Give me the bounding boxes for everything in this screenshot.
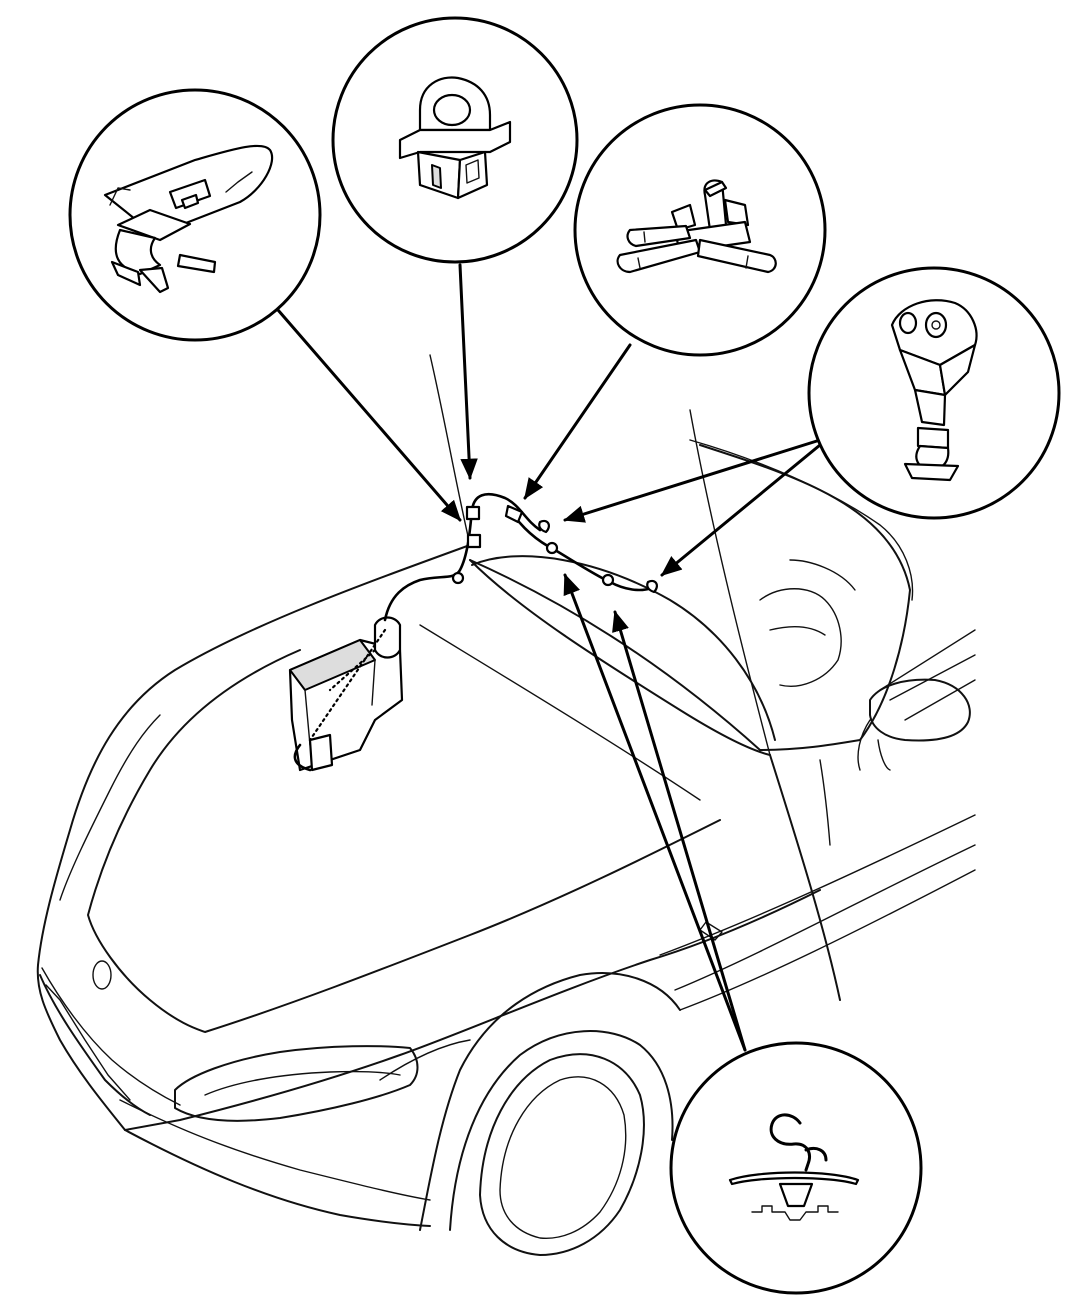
hose-clamp-1 bbox=[545, 541, 559, 555]
hook-clip-icon bbox=[728, 1113, 860, 1221]
arrow-clip-c-2 bbox=[612, 610, 747, 1052]
washer-hoses bbox=[383, 493, 658, 622]
windshield-frame bbox=[469, 444, 911, 751]
arrow-nozzle-2 bbox=[660, 443, 822, 577]
cowl bbox=[469, 559, 771, 756]
hood-front-edge bbox=[41, 967, 181, 1106]
callout-hose-clamp bbox=[331, 16, 579, 264]
hose-clip-2 bbox=[466, 533, 482, 549]
side-mirror bbox=[869, 678, 971, 742]
nozzle-left-small bbox=[538, 519, 550, 534]
callout-arrows bbox=[276, 263, 822, 1052]
wheel-arch bbox=[449, 1030, 674, 1231]
washer-reservoir bbox=[288, 616, 404, 772]
car-body bbox=[36, 354, 976, 1256]
hood-outline bbox=[36, 544, 821, 1131]
washer-nozzle-icon bbox=[890, 299, 978, 482]
front-emblem bbox=[92, 960, 112, 990]
callout-hose-clip bbox=[68, 88, 322, 342]
arrow-clip-a bbox=[276, 308, 462, 522]
windshield-glass bbox=[471, 555, 776, 741]
headlight bbox=[174, 1045, 419, 1122]
arrow-clip-c-1 bbox=[563, 573, 747, 1052]
reservoir-neck bbox=[373, 616, 402, 659]
hose-joint bbox=[504, 504, 524, 524]
callout-joint bbox=[573, 103, 827, 357]
front-tire bbox=[479, 1053, 645, 1256]
callout-nozzle bbox=[807, 266, 1061, 520]
arrow-nozzle-1 bbox=[563, 438, 822, 523]
hose-clamp-2 bbox=[601, 573, 615, 587]
branch-hose bbox=[508, 508, 654, 592]
hose-clip-1 bbox=[465, 505, 481, 521]
arrow-joint bbox=[523, 343, 632, 500]
hose-clip-icon bbox=[103, 144, 274, 294]
nozzle-right-small bbox=[646, 579, 658, 594]
arrow-clip-b bbox=[458, 263, 478, 480]
hood-panel bbox=[87, 649, 721, 1033]
callout-hook-clip bbox=[669, 1041, 923, 1295]
washer-pump bbox=[308, 733, 334, 772]
front-lower-lip bbox=[124, 1129, 431, 1227]
door-line bbox=[769, 754, 841, 1001]
hose-clamp-icon bbox=[398, 76, 512, 200]
front-bumper bbox=[39, 974, 151, 1116]
three-way-joint-icon bbox=[616, 179, 777, 274]
fender-line bbox=[419, 972, 681, 1231]
seat bbox=[759, 588, 842, 687]
